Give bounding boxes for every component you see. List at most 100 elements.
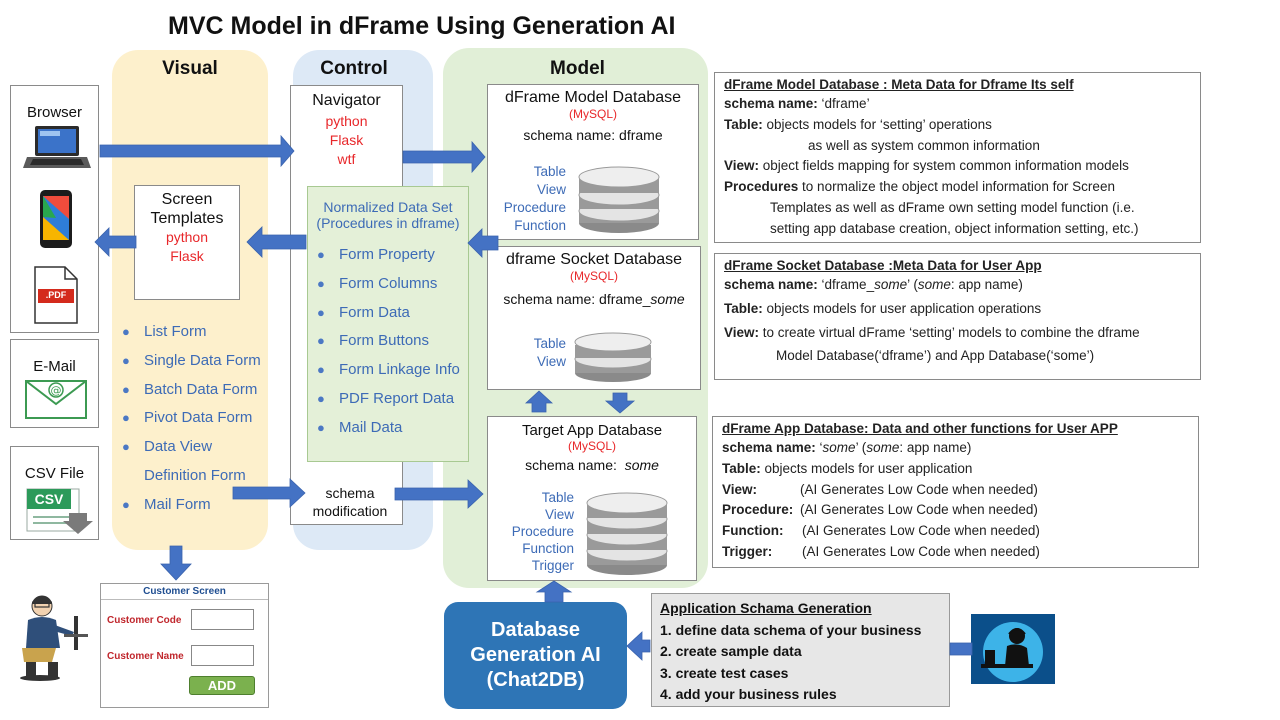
arrow-left [626,631,651,661]
model-desc-line: setting app database creation, object in… [770,220,1139,236]
model-desc-label: Table: [724,116,763,132]
model-desc-line: as well as system common information [808,137,1040,153]
target-db-object: View [544,507,574,522]
envelope-icon: @ [25,380,87,419]
user-at-computer-icon [20,595,88,681]
schema-mod-line1: schema [325,485,375,501]
control-column-label: Control [320,58,388,79]
model-db-object: Procedure [503,200,566,215]
socket-desc-italic: some [874,277,908,292]
visual-column-label: Visual [162,58,218,79]
target-db-object: Trigger [531,558,574,573]
app-schema-step: 1. define data schema of your business [660,621,922,638]
app-desc-line: Function:(AI Generates Low Code when nee… [722,523,1188,544]
model-desc-text: object fields mapping for system common … [759,158,1129,174]
customer-screen-title: Customer Screen [101,584,268,600]
list-item: Form Buttons [317,327,468,356]
browser-label: Browser [26,104,82,121]
screen-templates-title-2: Templates [150,210,224,227]
app-desc-italic: some [866,440,900,455]
socket-db-description: dFrame Socket Database :Meta Data for Us… [714,253,1201,380]
target-db-schema-prefix: schema name: [525,457,617,473]
list-item: Mail Form [122,491,272,520]
model-desc-line: Templates as well as dFrame own setting … [770,199,1135,215]
model-desc-line: View: object fields mapping for system c… [724,158,1190,179]
normalized-title-1: Normalized Data Set [323,199,453,215]
database-icon [574,332,652,382]
app-desc-label: Trigger: [722,543,773,559]
forms-list: List Form Single Data Form Batch Data Fo… [122,318,272,520]
email-box: E-Mail @ [10,339,99,428]
app-desc-line: Trigger:(AI Generates Low Code when need… [722,544,1188,565]
app-desc-text: objects models for user application [760,460,973,476]
gen-ai-line3: (Chat2DB) [486,669,585,691]
app-desc-text: (AI Generates Low Code when needed) [800,502,1038,518]
connector-line [949,642,973,656]
socket-desc-italic: some [917,277,951,292]
navigator-tech-wtf: wtf [337,151,356,167]
list-item: List Form [122,318,272,347]
model-db-object: Table [533,164,566,179]
socket-db-schema: schema name: dframe_some [488,291,700,307]
arrow-down [160,545,192,581]
customer-name-label: Customer Name [107,651,184,662]
app-schema-heading: Application Schama Generation [660,600,872,616]
target-db-schema: schema name: some [488,457,696,473]
app-desc-label: Procedure: [722,502,794,518]
app-desc-label: schema name: [722,440,816,455]
app-desc-heading: dFrame App Database: Data and other func… [722,421,1118,436]
target-db-object: Procedure [511,524,574,539]
schema-mod-line2: modification [312,503,388,519]
customer-code-input[interactable] [191,609,254,630]
model-desc-line: Procedures to normalize the object model… [724,179,1190,200]
target-db-schema-suffix: some [624,457,659,473]
socket-desc-text: ‘dframe_ [817,277,875,292]
model-desc-text: objects models for ‘setting’ operations [762,116,992,132]
model-column-label: Model [550,58,605,79]
app-schema-step: 4. add your business rules [660,686,837,702]
normalized-items-list: Form Property Form Columns Form Data For… [317,241,468,443]
socket-db-object: Table [533,336,566,351]
add-button[interactable]: ADD [189,676,255,695]
socket-desc-line: Model Database(‘dframe’) and App Databas… [776,348,1095,364]
list-item: Form Linkage Info [317,356,468,385]
list-item: Single Data Form [122,347,272,376]
email-label: E-Mail [33,358,76,375]
socket-desc-line: schema name: ‘dframe_some’ (some: app na… [724,277,1190,298]
socket-db-title: dframe Socket Database [505,251,683,268]
normalized-data-box: Normalized Data Set (Procedures in dfram… [307,186,469,462]
csv-badge: CSV [34,491,64,507]
target-db-object: Function [522,541,574,556]
list-item: Mail Data [317,414,468,443]
schema-modification-label: schema modification [300,484,400,520]
socket-desc-text: to create virtual dFrame ‘setting’ model… [759,324,1140,340]
model-db-objects: Table View Procedure Function [496,163,566,235]
list-item: Data View [122,433,272,462]
model-db-description: dFrame Model Database : Meta Data for Df… [714,72,1201,243]
app-desc-line: Procedure: (AI Generates Low Code when ne… [722,502,1188,523]
socket-db-schema-prefix: schema name: dframe_ [503,291,651,307]
socket-db-schema-suffix: some [650,291,685,307]
model-db-object: View [536,182,566,197]
gen-ai-line2: Generation AI [470,644,601,666]
model-db-engine: (MySQL) [569,107,617,121]
model-db-object: Function [514,218,566,233]
model-desc-line: schema name: ‘dframe’ [724,96,1190,117]
browser-box: Browser .PDF [10,85,99,333]
laptop-icon [23,126,91,168]
visual-column [112,50,268,550]
model-desc-label: View: [724,158,760,174]
list-item: PDF Report Data [317,385,468,414]
database-icon [578,166,660,233]
pdf-document-icon [34,266,78,324]
app-desc-text: (AI Generates Low Code when needed) [800,481,1038,497]
socket-db-engine: (MySQL) [570,269,618,283]
model-desc-text: to normalize the object model informatio… [798,179,1115,195]
socket-desc-text: ’ ( [907,277,918,292]
socket-desc-text: objects models for user application oper… [762,300,1042,316]
model-desc-label: schema name: [724,96,818,111]
socket-db-object: View [536,354,566,369]
customer-name-input[interactable] [191,645,254,666]
model-desc-label: Procedures [724,179,799,195]
app-desc-label: Function: [722,523,784,539]
